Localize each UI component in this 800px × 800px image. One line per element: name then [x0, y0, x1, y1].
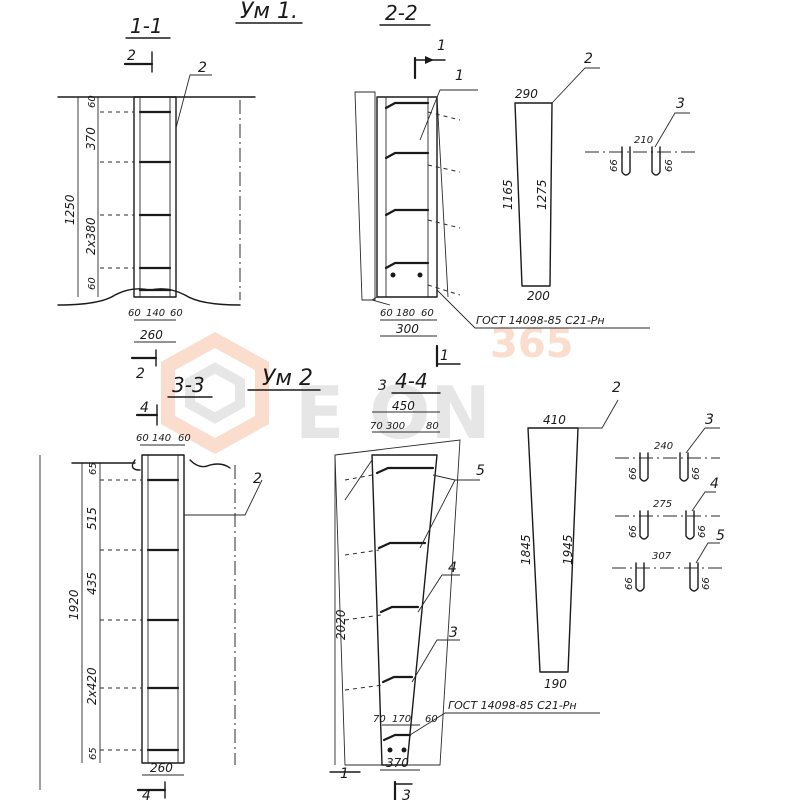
- dim-clip3-66a: 66: [628, 467, 639, 480]
- leader-4-a: 4: [448, 560, 457, 576]
- dim-s4-450: 450: [392, 399, 415, 413]
- dim-bot-60b: 60: [170, 308, 183, 319]
- leader-3-b: 3: [449, 625, 458, 641]
- dim-clip5-66b: 66: [701, 577, 712, 590]
- dim-1250: 1250: [63, 194, 77, 225]
- dim-1920: 1920: [67, 589, 81, 620]
- dim-clip4-66b: 66: [697, 525, 708, 538]
- mid-headings: 3-3 Ум 2 3 4-4: [167, 366, 441, 398]
- dim-c275: 275: [653, 499, 672, 510]
- watermark-brand: E ON: [295, 371, 491, 455]
- dim-h1945: 1945: [561, 534, 575, 565]
- dim-s2-60b: 60: [421, 308, 434, 319]
- dim-515: 515: [85, 507, 99, 530]
- cut-1-bottom-label: 1: [440, 348, 449, 364]
- view-3-3: 4 60 140 60 1920 65 515 435: [39, 400, 263, 800]
- dim-66a: 66: [609, 159, 620, 172]
- dim-w190: 190: [544, 677, 567, 691]
- leader-2-c: 2: [253, 471, 262, 487]
- dim-s4-2020: 2020: [334, 609, 348, 640]
- dim-66b: 66: [664, 159, 675, 172]
- dim-w290: 290: [515, 87, 538, 101]
- leader-3-a: 3: [676, 96, 685, 112]
- watermark-sub: 365: [490, 321, 574, 367]
- leader-1-a: 1: [455, 68, 464, 84]
- section-3-3-title: 3-3: [172, 373, 205, 397]
- watermark-logo-icon: [161, 332, 269, 454]
- view-2-2: 1 1 ГОСТ 14098-85 С21-Рн 60 180 60: [354, 38, 650, 368]
- watermark: E ON 365: [161, 321, 574, 455]
- leader-4-b: 4: [710, 476, 719, 492]
- section-4-4-title: 4-4: [395, 369, 428, 393]
- dim-top-140: 140: [152, 433, 171, 444]
- dim-s4-80: 80: [426, 421, 439, 432]
- dim-s4-70: 70: [370, 421, 383, 432]
- cut-3-top-label: 3: [378, 378, 387, 394]
- dim-h1845: 1845: [519, 534, 533, 565]
- dim-bot-140: 140: [146, 308, 165, 319]
- dim-bot-260: 260: [140, 328, 163, 342]
- leader-5-b: 5: [716, 528, 725, 544]
- leader-2-b: 2: [584, 51, 593, 67]
- um2-title: Ум 2: [262, 366, 313, 391]
- cut-3-bottom-label: 3: [402, 788, 411, 800]
- dim-s4-300: 300: [386, 421, 405, 432]
- leader-5-a: 5: [476, 463, 485, 479]
- dim-s3-260: 260: [150, 761, 173, 775]
- dim-w410: 410: [543, 413, 566, 427]
- gost-label-1: ГОСТ 14098-85 С21-Рн: [476, 314, 605, 327]
- dim-435: 435: [85, 572, 99, 595]
- cut-4-top-label: 4: [140, 400, 149, 416]
- dim-top-60b: 60: [178, 433, 191, 444]
- dim-60-top: 60: [87, 95, 98, 108]
- cut-1-top-label: 1: [437, 38, 446, 54]
- dim-c307: 307: [652, 551, 672, 562]
- gost-label-2: ГОСТ 14098-85 С21-Рн: [448, 699, 577, 712]
- dim-s2-180: 180: [396, 308, 415, 319]
- top-headings: 1-1 Ум 1. 2-2: [125, 0, 431, 39]
- dim-clip4-66a: 66: [628, 525, 639, 538]
- dim-370: 370: [84, 127, 98, 150]
- cut-1-lower-label: 1: [340, 766, 349, 782]
- dim-w200: 200: [527, 289, 550, 303]
- cut-2-top-label: 2: [127, 48, 136, 64]
- dim-clip5-66a: 66: [624, 577, 635, 590]
- element-2-top: 290 2 1165 1275 200: [501, 51, 600, 303]
- section-2-2-title: 2-2: [385, 1, 418, 25]
- dim-60-bottom: 60: [87, 277, 98, 290]
- element-2-bottom: 410 2 1845 1945 190: [519, 380, 621, 691]
- um1-title: Ум 1.: [240, 0, 298, 24]
- dim-2x420: 2x420: [85, 667, 99, 705]
- dim-s4-60: 60: [425, 714, 438, 725]
- dim-h1165: 1165: [501, 179, 515, 210]
- leader-2-a: 2: [198, 60, 207, 76]
- clips-3-4-5: 240 3 66 66 275 4 66 66 307 5 66 66: [612, 412, 725, 592]
- dim-65-bottom: 65: [88, 747, 99, 760]
- dim-clip3-66b: 66: [691, 467, 702, 480]
- dim-2x380: 2x380: [84, 217, 98, 255]
- dim-s4-70b: 70: [373, 714, 386, 725]
- dim-s2-60a: 60: [380, 308, 393, 319]
- dim-c240: 240: [654, 441, 673, 452]
- element-3-top: 210 3 66 66: [585, 96, 698, 176]
- dim-h1275: 1275: [535, 179, 549, 210]
- leader-2-d: 2: [612, 380, 621, 396]
- dim-s2-300: 300: [396, 322, 419, 336]
- dim-bot-60a: 60: [128, 308, 141, 319]
- cut-4-bottom-label: 4: [142, 788, 151, 800]
- leader-3-c: 3: [705, 412, 714, 428]
- view-4-4: 450 70 300 80 2020 5 4 3 ГОСТ 140: [329, 399, 600, 800]
- dim-w210: 210: [634, 135, 653, 146]
- dim-65-top: 65: [88, 462, 99, 475]
- dim-s4-370: 370: [386, 756, 409, 770]
- section-1-1-title: 1-1: [130, 14, 163, 38]
- view-1-1: 2 1250 60 370 2x380 60 2 60: [57, 48, 256, 382]
- cut-2-bottom-label: 2: [136, 366, 145, 382]
- dim-top-60a: 60: [136, 433, 149, 444]
- dim-s4-170: 170: [392, 714, 411, 725]
